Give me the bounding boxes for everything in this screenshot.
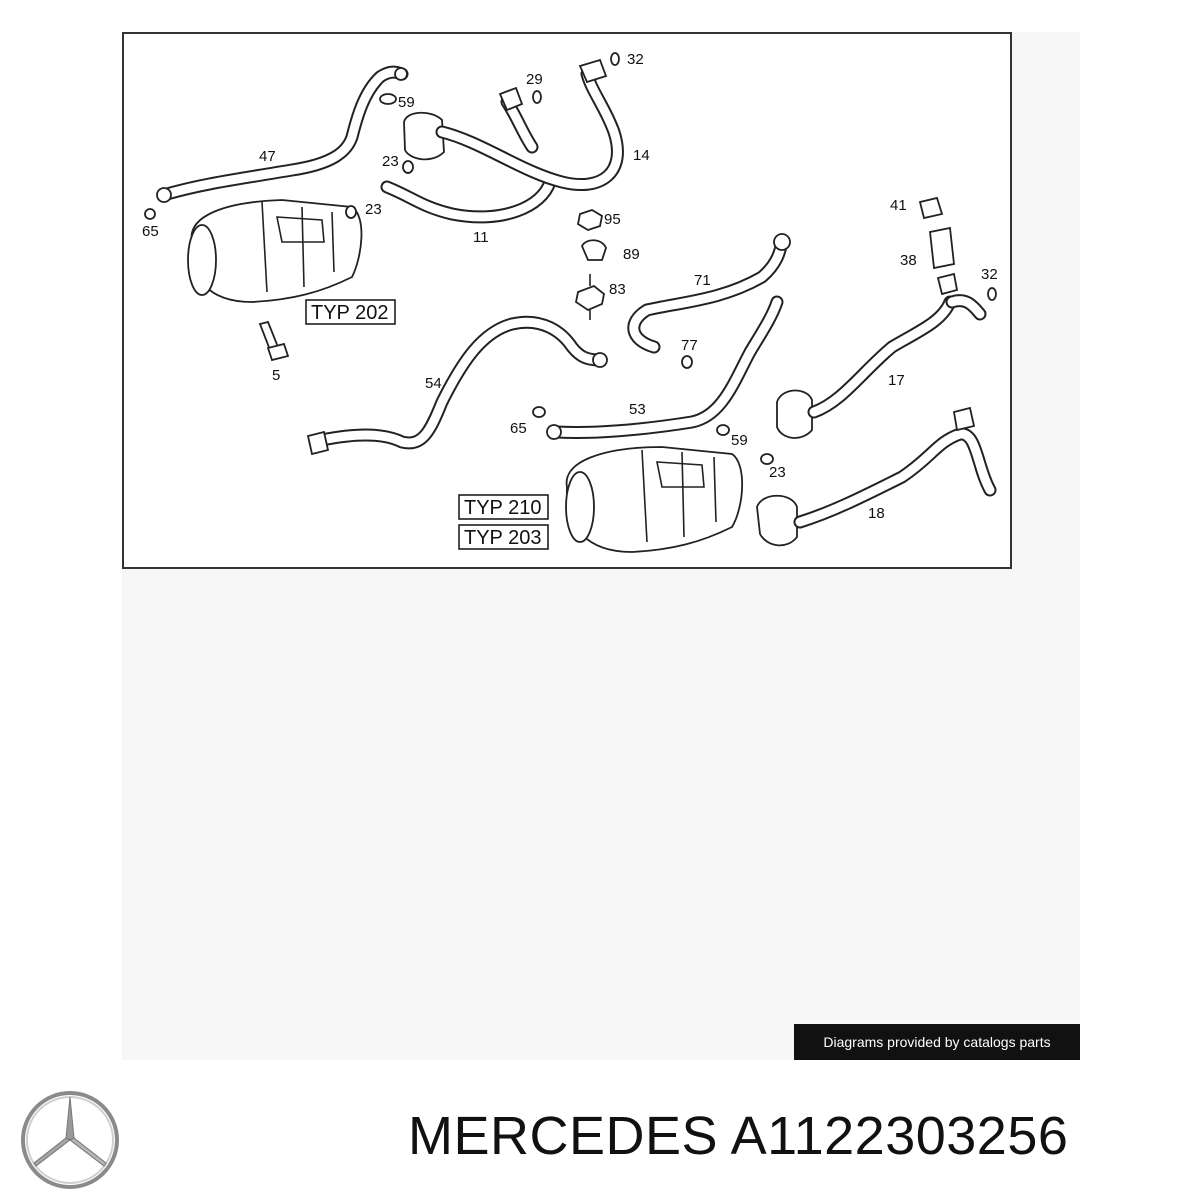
callout-label: 95 xyxy=(604,211,621,228)
svg-text:TYP 202: TYP 202 xyxy=(311,302,388,324)
pipe-47-drawing xyxy=(156,65,409,203)
parts-diagram-frame: 32 29 59 47 23 14 23 65 11 95 89 41 38 3… xyxy=(122,32,1012,569)
callout-label: 83 xyxy=(609,281,626,298)
callout-label: 5 xyxy=(272,367,280,384)
compressor-typ-202-drawing xyxy=(187,199,363,303)
compressor-typ-210-203-drawing xyxy=(565,446,744,553)
type-label-typ-203: TYP 203 xyxy=(458,524,549,550)
pipe-53-drawing xyxy=(546,295,784,440)
pipe-14-drawing xyxy=(435,58,624,192)
callout-label: 41 xyxy=(890,197,907,214)
type-label-typ-202: TYP 202 xyxy=(305,299,396,325)
callout-label: 89 xyxy=(623,246,640,263)
svg-text:TYP 210: TYP 210 xyxy=(464,497,541,519)
callout-label: 65 xyxy=(142,223,159,240)
o-rings-drawing xyxy=(144,52,997,465)
callout-label: 23 xyxy=(382,153,399,170)
pipe-71-drawing xyxy=(627,233,791,354)
callout-label: 23 xyxy=(365,201,382,218)
callout-label: 29 xyxy=(526,71,543,88)
pipe-29-drawing xyxy=(498,86,539,154)
bolt-5-drawing xyxy=(258,320,290,362)
mercedes-star-icon xyxy=(21,1091,119,1189)
pipe-17-drawing xyxy=(776,196,987,439)
callout-label: 32 xyxy=(981,266,998,283)
diagram-credit-banner: Diagrams provided by catalogs parts xyxy=(794,1024,1080,1060)
callout-label: 32 xyxy=(627,51,644,68)
callout-label: 65 xyxy=(510,420,527,437)
callout-label: 54 xyxy=(425,375,442,392)
callout-label: 59 xyxy=(398,94,415,111)
callout-label: 23 xyxy=(769,464,786,481)
callout-label: 11 xyxy=(473,229,489,246)
callout-label: 71 xyxy=(694,272,711,289)
svg-text:TYP 203: TYP 203 xyxy=(464,527,541,549)
callout-label: 14 xyxy=(633,147,650,164)
part-number-caption: MERCEDES A1122303256 xyxy=(408,1106,1069,1166)
type-label-typ-210: TYP 210 xyxy=(458,494,549,520)
callout-label: 59 xyxy=(731,432,748,449)
callout-label: 47 xyxy=(259,148,276,165)
callout-label: 18 xyxy=(868,505,885,522)
pipe-54-drawing xyxy=(306,315,608,456)
callout-label: 38 xyxy=(900,252,917,269)
pipe-11-drawing xyxy=(380,111,557,224)
pipe-18-drawing xyxy=(756,406,997,547)
callout-label: 53 xyxy=(629,401,646,418)
parts-diagram: 32 29 59 47 23 14 23 65 11 95 89 41 38 3… xyxy=(142,51,998,553)
callout-label: 17 xyxy=(888,372,905,389)
small-parts-drawing xyxy=(574,209,607,320)
callout-label: 77 xyxy=(681,337,698,354)
